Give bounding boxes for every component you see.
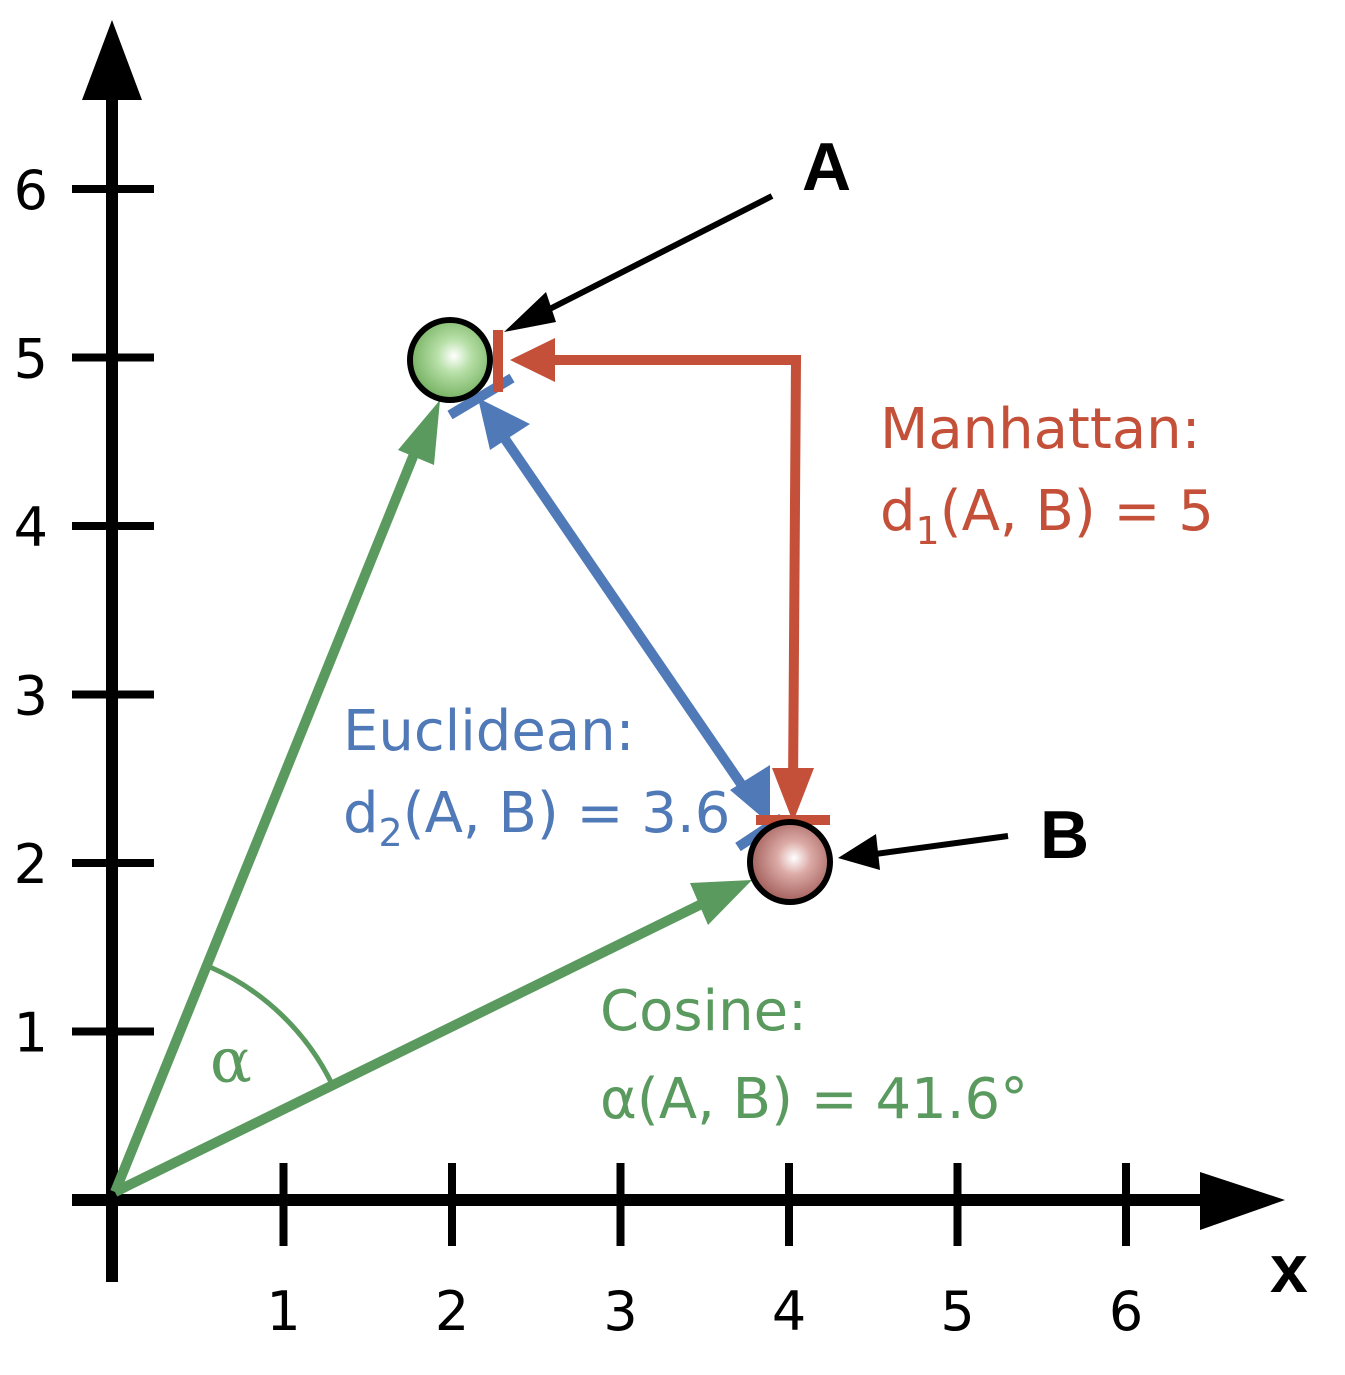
manhattan-arrowhead-b bbox=[772, 768, 814, 822]
euclidean-segment bbox=[487, 417, 757, 803]
manhattan-arrowhead-a bbox=[510, 338, 555, 382]
x-tick-label: 1 bbox=[266, 1280, 300, 1343]
manhattan-formula: d1(A, B) = 5 bbox=[880, 479, 1214, 553]
euclidean-annotation: Euclidean: d2(A, B) = 3.6 bbox=[343, 699, 730, 855]
euclidean-title: Euclidean: bbox=[343, 699, 634, 764]
point-a-pointer-arrowhead bbox=[504, 292, 556, 332]
cosine-annotation: Cosine: α(A, B) = 41.6° bbox=[600, 979, 1028, 1132]
cosine-title: Cosine: bbox=[600, 979, 807, 1044]
y-tick-label: 4 bbox=[14, 496, 48, 559]
x-ticks: 1 2 3 4 5 6 bbox=[266, 1163, 1143, 1343]
x-tick-label: 5 bbox=[940, 1280, 974, 1343]
point-a-marker bbox=[407, 317, 493, 403]
x-axis-arrowhead bbox=[1200, 1172, 1285, 1230]
euclidean-formula-rest: (A, B) = 3.6 bbox=[403, 781, 731, 846]
cosine-formula: α(A, B) = 41.6° bbox=[600, 1067, 1028, 1132]
angle-symbol: α bbox=[210, 1024, 252, 1097]
manhattan-annotation: Manhattan: d1(A, B) = 5 bbox=[880, 397, 1214, 553]
x-tick-label: 2 bbox=[435, 1280, 469, 1343]
angle-arc bbox=[208, 964, 335, 1086]
vector-a-arrowhead bbox=[398, 400, 440, 465]
point-b: B bbox=[747, 797, 1089, 905]
euclidean-line bbox=[447, 373, 785, 852]
y-axis-arrowhead bbox=[82, 20, 142, 100]
euclidean-formula-prefix: d bbox=[343, 781, 379, 846]
vector-origin-to-b bbox=[112, 890, 723, 1197]
vector-origin-to-a bbox=[110, 430, 428, 1194]
point-b-marker bbox=[747, 819, 833, 905]
y-ticks: 1 2 3 4 5 6 bbox=[14, 159, 154, 1065]
point-b-label: B bbox=[1040, 797, 1089, 873]
manhattan-formula-prefix: d bbox=[880, 479, 916, 544]
y-tick-label: 2 bbox=[14, 833, 48, 896]
y-tick-label: 6 bbox=[14, 159, 48, 222]
euclidean-formula: d2(A, B) = 3.6 bbox=[343, 781, 730, 855]
x-tick-label: 4 bbox=[772, 1280, 806, 1343]
manhattan-formula-rest: (A, B) = 5 bbox=[940, 479, 1214, 544]
y-tick-label: 1 bbox=[14, 1002, 48, 1065]
x-axis-label: x bbox=[1270, 1231, 1308, 1307]
euclidean-arrowhead-a bbox=[478, 398, 530, 450]
y-tick-label: 3 bbox=[14, 665, 48, 728]
euclidean-arrowhead-b bbox=[730, 765, 770, 824]
euclidean-formula-subscript: 2 bbox=[379, 811, 403, 855]
y-tick-label: 5 bbox=[14, 328, 48, 391]
point-a-pointer-line bbox=[530, 193, 774, 321]
point-b-pointer-arrowhead bbox=[838, 834, 880, 870]
point-a-label: A bbox=[802, 129, 851, 205]
point-b-pointer-line bbox=[867, 833, 1009, 858]
vector-b-arrowhead bbox=[690, 880, 752, 925]
manhattan-formula-subscript: 1 bbox=[916, 509, 940, 553]
manhattan-segments bbox=[540, 355, 802, 791]
x-tick-label: 3 bbox=[603, 1280, 637, 1343]
x-tick-label: 6 bbox=[1109, 1280, 1143, 1343]
axes: 1 2 3 4 5 6 1 2 3 4 5 6 x bbox=[14, 20, 1308, 1343]
point-a: A bbox=[407, 129, 851, 403]
manhattan-title: Manhattan: bbox=[880, 397, 1201, 462]
cosine-vectors: α bbox=[110, 400, 752, 1197]
